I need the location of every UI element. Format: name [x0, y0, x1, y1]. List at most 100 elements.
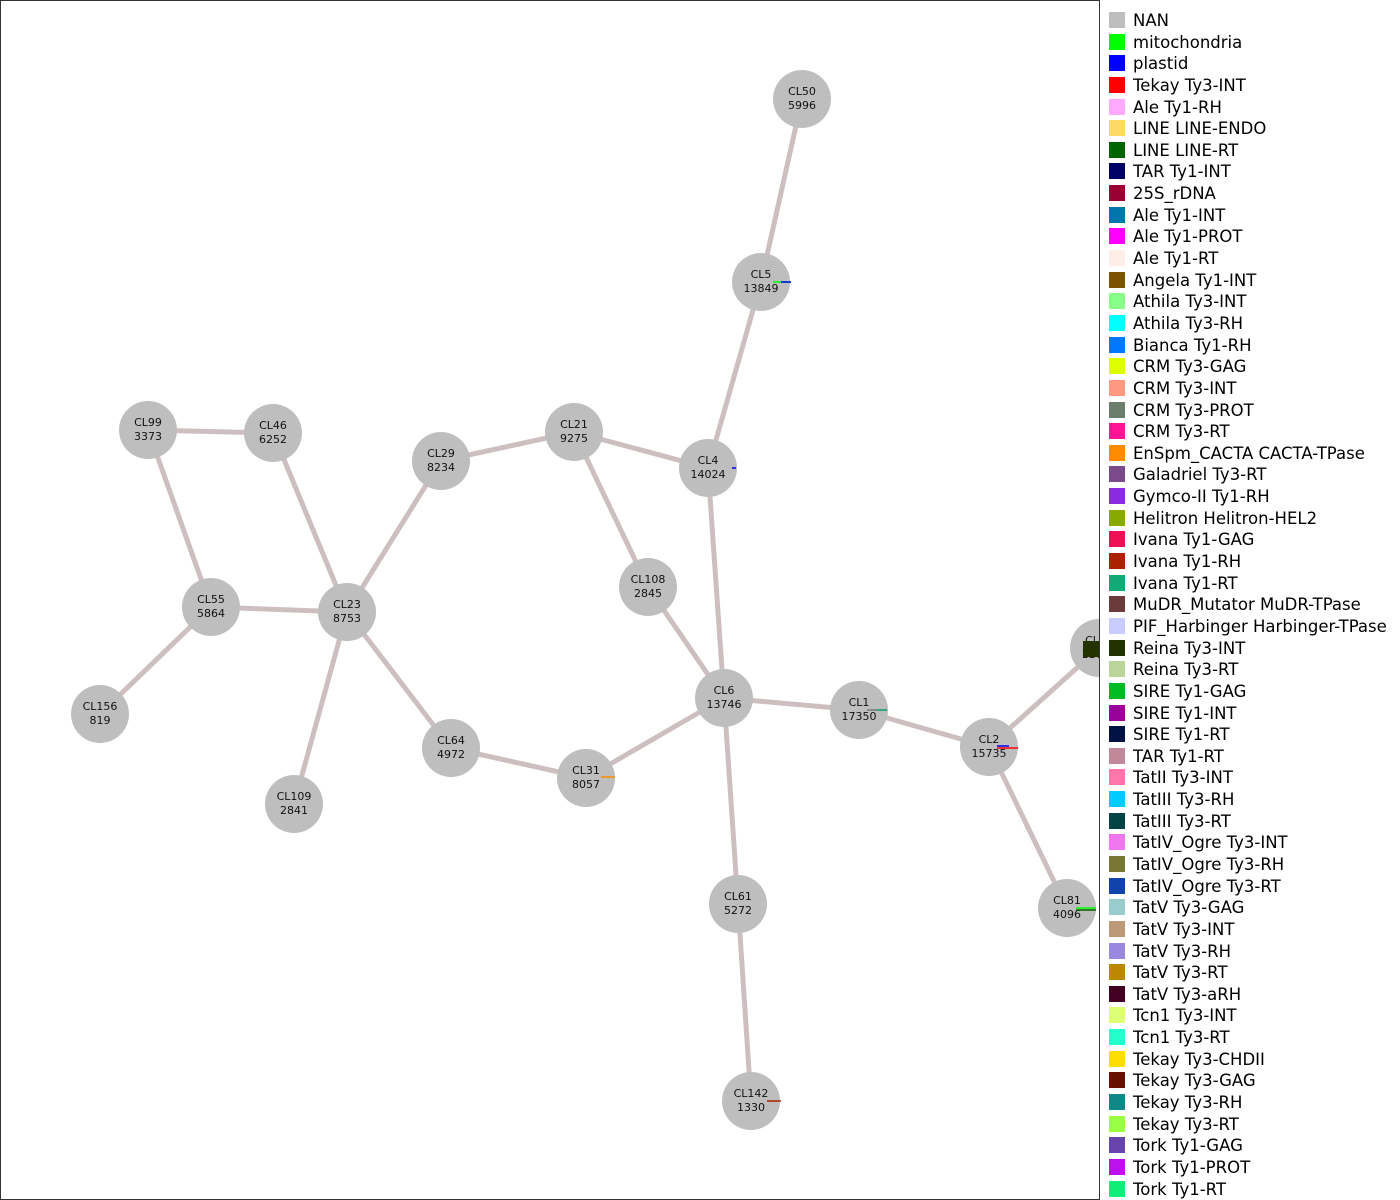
legend-label: Galadriel Ty3-RT: [1133, 465, 1267, 485]
legend-item: Gymco-II Ty1-RH: [1101, 486, 1400, 508]
legend-item: Reina Ty3-INT: [1101, 638, 1400, 660]
legend-item: Ale Ty1-PROT: [1101, 226, 1400, 248]
legend-swatch: [1109, 250, 1125, 267]
legend-item: Ivana Ty1-RH: [1101, 551, 1400, 573]
legend-item: Tork Ty1-PROT: [1101, 1157, 1400, 1179]
legend-label: Athila Ty3-RH: [1133, 313, 1244, 333]
legend-label: Tekay Ty3-GAG: [1133, 1071, 1256, 1091]
edge-cl23-cl109: [291, 611, 350, 805]
legend-item: Reina Ty3-RT: [1101, 659, 1400, 681]
legend-swatch: [1109, 423, 1125, 440]
legend-item: Tekay Ty3-INT: [1101, 75, 1400, 97]
legend-swatch: [1109, 401, 1125, 418]
legend-swatch: [1109, 553, 1125, 570]
legend-swatch: [1109, 163, 1125, 180]
legend-label: TatV Ty3-GAG: [1133, 898, 1245, 918]
legend-label: Ivana Ty1-RH: [1133, 552, 1242, 572]
legend-item: TAR Ty1-RT: [1101, 746, 1400, 768]
legend-swatch: [1109, 791, 1125, 808]
legend-item: NAN: [1101, 10, 1400, 32]
legend-label: CRM Ty3-PROT: [1133, 400, 1254, 420]
edge-cl6-cl61: [721, 697, 741, 905]
legend-swatch: [1109, 1158, 1125, 1175]
legend-item: Tork Ty1-GAG: [1101, 1135, 1400, 1157]
node-name-label: CL5: [751, 268, 772, 281]
legend-item: SIRE Ty1-GAG: [1101, 681, 1400, 703]
node-count-label: 3373: [134, 430, 162, 443]
legend-item: TatIII Ty3-RT: [1101, 811, 1400, 833]
edge-cl2-cl81: [986, 745, 1070, 910]
legend-label: Tekay Ty3-RT: [1133, 1114, 1239, 1134]
legend-swatch: [1109, 358, 1125, 375]
legend-item: CRM Ty3-INT: [1101, 378, 1400, 400]
legend-swatch: [1109, 336, 1125, 353]
legend-swatch: [1109, 1180, 1125, 1197]
legend-label: Tcn1 Ty3-INT: [1133, 1006, 1237, 1026]
legend-label: Ale Ty1-PROT: [1133, 227, 1243, 247]
legend-label: Tcn1 Ty3-RT: [1133, 1028, 1230, 1048]
legend-label: Tork Ty1-PROT: [1133, 1157, 1251, 1177]
node-count-label: 8057: [572, 778, 600, 791]
legend-item: EnSpm_CACTA CACTA-TPase: [1101, 443, 1400, 465]
node-circle: [773, 70, 831, 128]
legend-label: Athila Ty3-INT: [1133, 292, 1247, 312]
legend-label: Reina Ty3-INT: [1133, 638, 1246, 658]
node-count-label: 2845: [634, 587, 662, 600]
node-count-label: 5272: [724, 904, 752, 917]
legend-swatch: [1109, 1137, 1125, 1154]
legend-swatch: [1109, 661, 1125, 678]
legend-label: TatV Ty3-RT: [1133, 963, 1228, 983]
node-circle: [960, 718, 1018, 776]
legend-item: LINE LINE-ENDO: [1101, 118, 1400, 140]
legend-swatch: [1109, 639, 1125, 656]
legend-swatch: [1109, 985, 1125, 1002]
edge-cl5-cl4: [705, 281, 764, 469]
legend-label: NAN: [1133, 11, 1169, 30]
annotation-mark-cl10: [1083, 641, 1099, 657]
edge-cl4-cl6: [705, 467, 727, 699]
legend-swatch: [1109, 617, 1125, 634]
legend-item: TatV Ty3-GAG: [1101, 897, 1400, 919]
legend-item: Galadriel Ty3-RT: [1101, 464, 1400, 486]
node-circle: [182, 578, 240, 636]
legend-label: Tekay Ty3-INT: [1133, 75, 1246, 95]
legend-item: Athila Ty3-RH: [1101, 313, 1400, 335]
node-name-label: CL61: [724, 890, 752, 903]
legend-swatch: [1109, 942, 1125, 959]
legend-label: TatIV_Ogre Ty3-RH: [1133, 854, 1285, 874]
legend-label: Tekay Ty3-CHDII: [1133, 1049, 1265, 1069]
legend-label: MuDR_Mutator MuDR-TPase: [1133, 595, 1361, 615]
legend-item: CRM Ty3-PROT: [1101, 400, 1400, 422]
node-count-label: 1330: [737, 1101, 765, 1114]
legend-swatch: [1109, 1115, 1125, 1132]
legend-item: Ale Ty1-RT: [1101, 248, 1400, 270]
node-count-label: 4096: [1053, 908, 1081, 921]
legend-label: Ivana Ty1-RT: [1133, 573, 1238, 593]
legend-item: Ale Ty1-RH: [1101, 97, 1400, 119]
legend-swatch: [1109, 228, 1125, 245]
node-circle: [1038, 879, 1096, 937]
legend-label: plastid: [1133, 54, 1189, 74]
